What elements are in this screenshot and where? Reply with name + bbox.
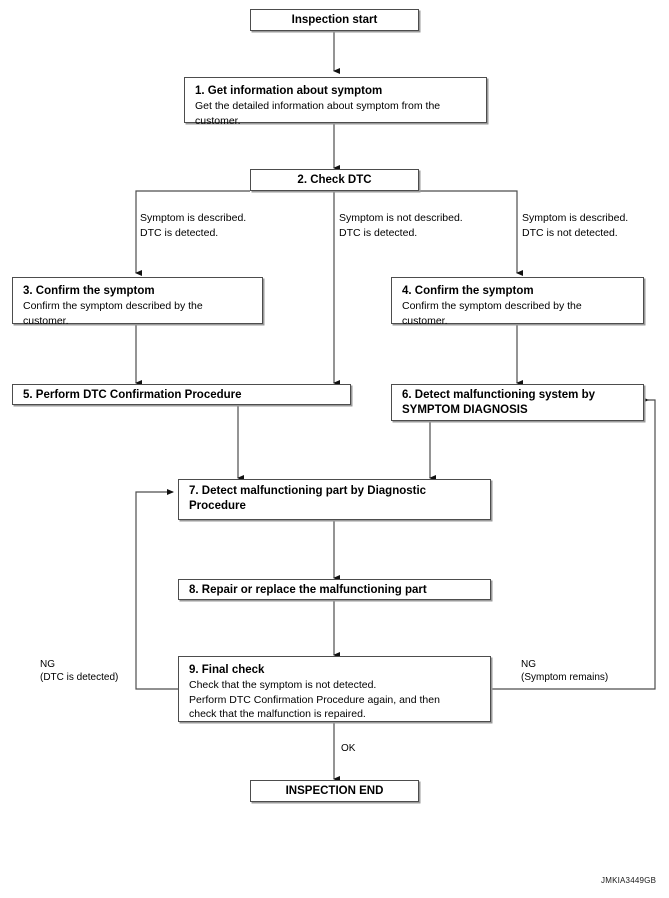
- branch-label-left: Symptom is described. DTC is detected.: [140, 212, 247, 239]
- label-ng-right: NG (Symptom remains): [521, 659, 609, 683]
- node-step-3[interactable]: 3. Confirm the symptom Confirm the sympt…: [12, 277, 263, 327]
- node-step-1-body: Get the detailed information about sympt…: [195, 100, 441, 127]
- branch-label-middle: Symptom is not described. DTC is detecte…: [339, 212, 463, 239]
- node-step-7[interactable]: 7. Detect malfunctioning part by Diagnos…: [178, 479, 491, 520]
- node-step-9[interactable]: 9. Final check Check that the symptom is…: [178, 656, 491, 722]
- node-step-5[interactable]: 5. Perform DTC Confirmation Procedure: [12, 384, 351, 405]
- node-step-8[interactable]: 8. Repair or replace the malfunctioning …: [178, 579, 491, 600]
- node-step-2[interactable]: 2. Check DTC: [250, 169, 419, 191]
- node-step-6-title: 6. Detect malfunctioning system by SYMPT…: [402, 389, 595, 416]
- node-step-5-title: 5. Perform DTC Confirmation Procedure: [23, 389, 242, 401]
- node-step-9-body: Check that the symptom is not detected. …: [189, 679, 440, 720]
- node-step-7-title: 7. Detect malfunctioning part by Diagnos…: [189, 485, 427, 512]
- node-inspection-start[interactable]: Inspection start: [250, 9, 419, 31]
- node-step-2-title: 2. Check DTC: [297, 173, 372, 186]
- node-step-3-body: Confirm the symptom described by the cus…: [23, 300, 203, 327]
- branch-label-right: Symptom is described. DTC is not detecte…: [522, 212, 629, 239]
- node-inspection-end-title: INSPECTION END: [285, 784, 384, 797]
- node-inspection-start-title: Inspection start: [291, 13, 378, 26]
- edge-ng-right-feedback: [491, 397, 656, 690]
- node-step-6[interactable]: 6. Detect malfunctioning system by SYMPT…: [391, 384, 644, 421]
- figure-code: JMKIA3449GB: [601, 876, 657, 885]
- node-step-9-title: 9. Final check: [189, 664, 265, 676]
- node-step-4-title: 4. Confirm the symptom: [402, 285, 534, 297]
- label-ng-left: NG (DTC is detected): [40, 659, 119, 683]
- node-step-4[interactable]: 4. Confirm the symptom Confirm the sympt…: [391, 277, 644, 327]
- node-inspection-end[interactable]: INSPECTION END: [250, 780, 419, 802]
- node-step-1-title: 1. Get information about symptom: [195, 85, 383, 97]
- node-step-4-body: Confirm the symptom described by the cus…: [402, 300, 582, 327]
- edge-ng-left-feedback: [135, 489, 179, 690]
- node-step-3-title: 3. Confirm the symptom: [23, 285, 155, 297]
- label-ok: OK: [341, 743, 356, 754]
- node-step-8-title: 8. Repair or replace the malfunctioning …: [189, 584, 427, 596]
- node-step-1[interactable]: 1. Get information about symptom Get the…: [184, 77, 487, 127]
